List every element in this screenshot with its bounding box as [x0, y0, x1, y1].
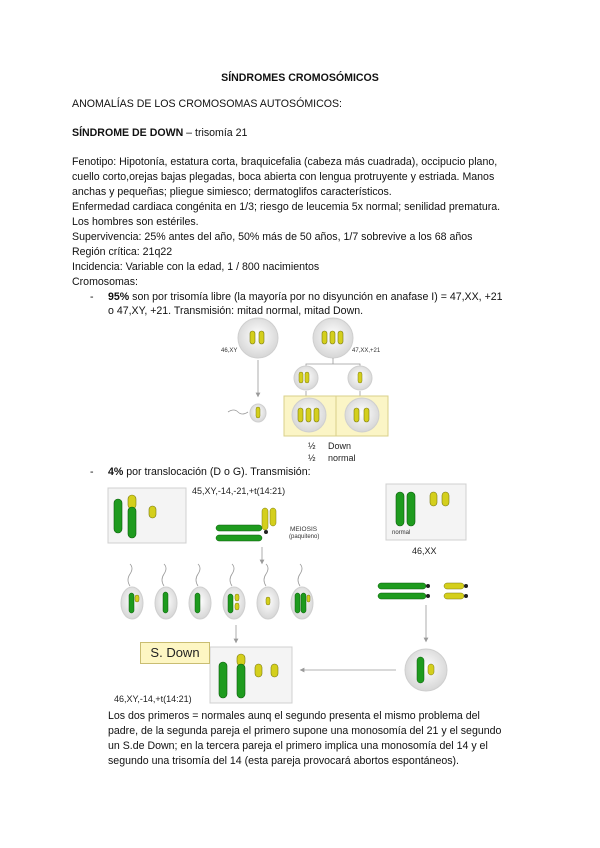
bullet-dash: -	[90, 291, 94, 303]
sperm-cell	[154, 563, 178, 620]
text-line: Fenotipo: Hipotonía, estatura corta, bra…	[72, 156, 498, 168]
egg-cell	[404, 648, 448, 692]
syndrome-suffix: – trisomía 21	[183, 127, 248, 139]
sperm-cell	[222, 563, 246, 620]
sperm-cell	[290, 563, 314, 620]
text-line: Incidencia: Variable con la edad, 1 / 80…	[72, 261, 320, 273]
text-line: padre, de la segunda pareja el primero s…	[108, 725, 502, 737]
text-line: segundo una trisomía del 14 (esta pareja…	[108, 755, 459, 767]
zygote-normal	[344, 397, 380, 433]
chromosome-trio	[321, 330, 344, 345]
label-mother-karyotype: 46,XX	[412, 546, 437, 556]
syndrome-heading: SÍNDROME DE DOWN – trisomía 21	[72, 127, 247, 140]
bullet-percent: 4%	[108, 466, 124, 478]
label-meiosis-sub: (paquiteno)	[289, 534, 320, 540]
sperm-cell	[256, 563, 280, 620]
label-father: 46,XY	[221, 348, 238, 354]
text-line: un S.de Down; en la tercera pareja el pr…	[108, 740, 488, 752]
text-line: Los hombres son estériles.	[72, 216, 199, 228]
section-heading: ANOMALÍAS DE LOS CROMOSOMAS AUTOSÓMICOS:	[72, 98, 342, 110]
sperm-cell	[227, 403, 267, 423]
bullet-percent: 95%	[108, 291, 130, 303]
father-cell	[237, 317, 279, 359]
syndrome-name: SÍNDROME DE DOWN	[72, 127, 184, 139]
sperm-cell	[120, 563, 144, 620]
label-meiosis: MEIOSIS	[290, 526, 318, 533]
sdown-label: S. Down	[140, 642, 210, 664]
text-line: Región crítica: 21q22	[72, 246, 173, 258]
bullet-line: o 47,XY, +21. Transmisión: mitad normal,…	[108, 305, 364, 317]
meiosis-pairing	[215, 507, 277, 542]
legend-text: normal	[328, 453, 356, 463]
legend-text: Down	[328, 441, 352, 451]
label-mother: 47,XX,+21	[352, 348, 381, 354]
chromosome-pair	[249, 330, 265, 345]
text-line: cuello corto,orejas bajas plegadas, boca…	[72, 171, 495, 183]
bullet-line: 95% son por trisomía libre (la mayoría p…	[108, 291, 503, 303]
bullet-dash: -	[90, 466, 94, 478]
label-result-karyotype: 46,XY,-14,+t(14:21)	[114, 694, 192, 704]
bullet-line: 4% por translocación (D o G). Transmisió…	[108, 466, 311, 478]
document-title: SÍNDROMES CROMOSÓMICOS	[221, 72, 379, 84]
sperm-row	[120, 563, 314, 620]
text-line: Enfermedad cardiaca congénita en 1/3; ri…	[72, 201, 501, 213]
sperm-cell	[188, 563, 212, 620]
legend-fraction: ½	[308, 453, 316, 463]
text-line: anchas y pequeñas; pliegue simiesco; der…	[72, 186, 392, 198]
label-normal: normal	[392, 530, 411, 536]
text-line: Supervivencia: 25% antes del año, 50% má…	[72, 231, 473, 243]
text-line: Los dos primeros = normales aunq el segu…	[108, 710, 480, 722]
label-father-karyotype: 45,XY,-14,-21,+t(14:21)	[192, 486, 286, 496]
text-line: Cromosomas:	[72, 276, 138, 288]
legend-fraction: ½	[308, 441, 316, 451]
mother-pairing	[377, 582, 468, 600]
